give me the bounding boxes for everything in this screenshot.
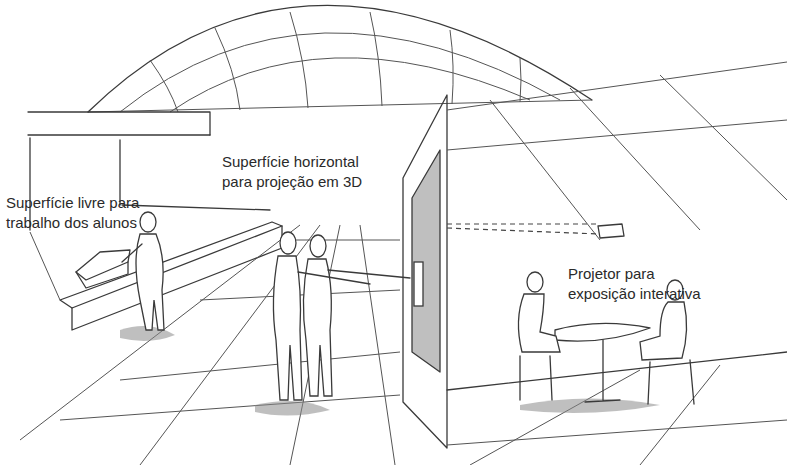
vault [88,5,592,112]
projector-symbol [598,224,624,238]
visitor-figures [255,232,410,416]
right-room [447,62,787,465]
annotation-label: Superfície livre para trabalho dos aluno… [6,193,181,233]
annotation-label: Projetor para exposição interativa [568,264,718,304]
floor-lines [20,225,400,465]
student-figure [76,212,175,341]
annotation-label: Superfície horizontal para projeção em 3… [222,152,382,192]
projection-wall [403,95,447,448]
